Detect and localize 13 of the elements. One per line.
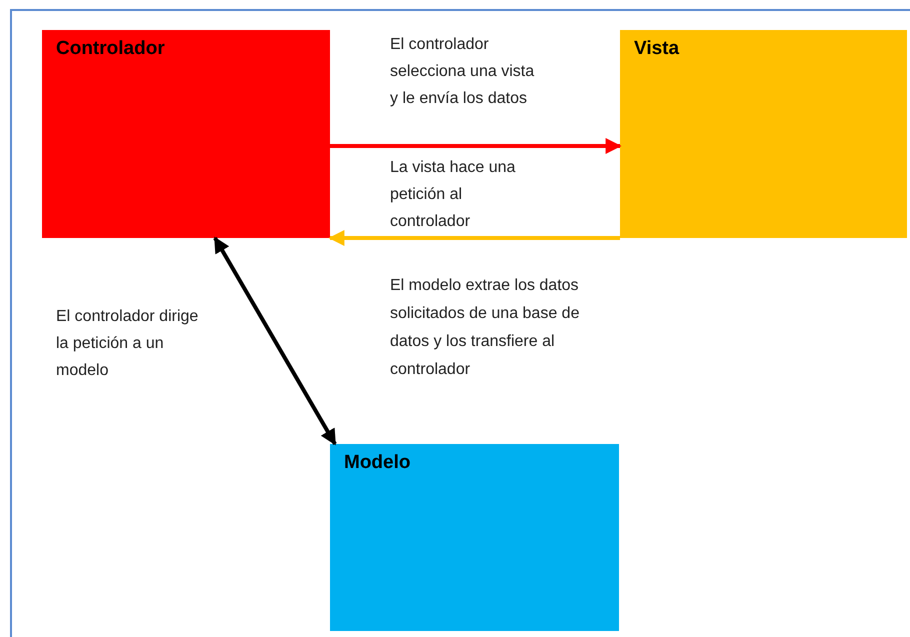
edge-label: La vista hace una petición al controlador: [390, 158, 516, 232]
box-title: Controlador: [56, 37, 165, 61]
box-title: Modelo: [344, 451, 410, 475]
box-title: Vista: [634, 37, 680, 61]
arrow: [330, 138, 622, 154]
arrow: [328, 230, 620, 246]
edge-label: El controlador selecciona una vista y le envía los datos: [390, 35, 536, 109]
edge-label: El controlador dirige la petición a un modelo: [56, 307, 200, 381]
arrow: [213, 236, 337, 446]
component-box: [620, 30, 907, 238]
component-box: [42, 30, 330, 238]
component-box: [330, 444, 619, 631]
note-text: El modelo extrae los datos solicitados de una base de datos y los transfiere al controlador: [390, 276, 580, 380]
